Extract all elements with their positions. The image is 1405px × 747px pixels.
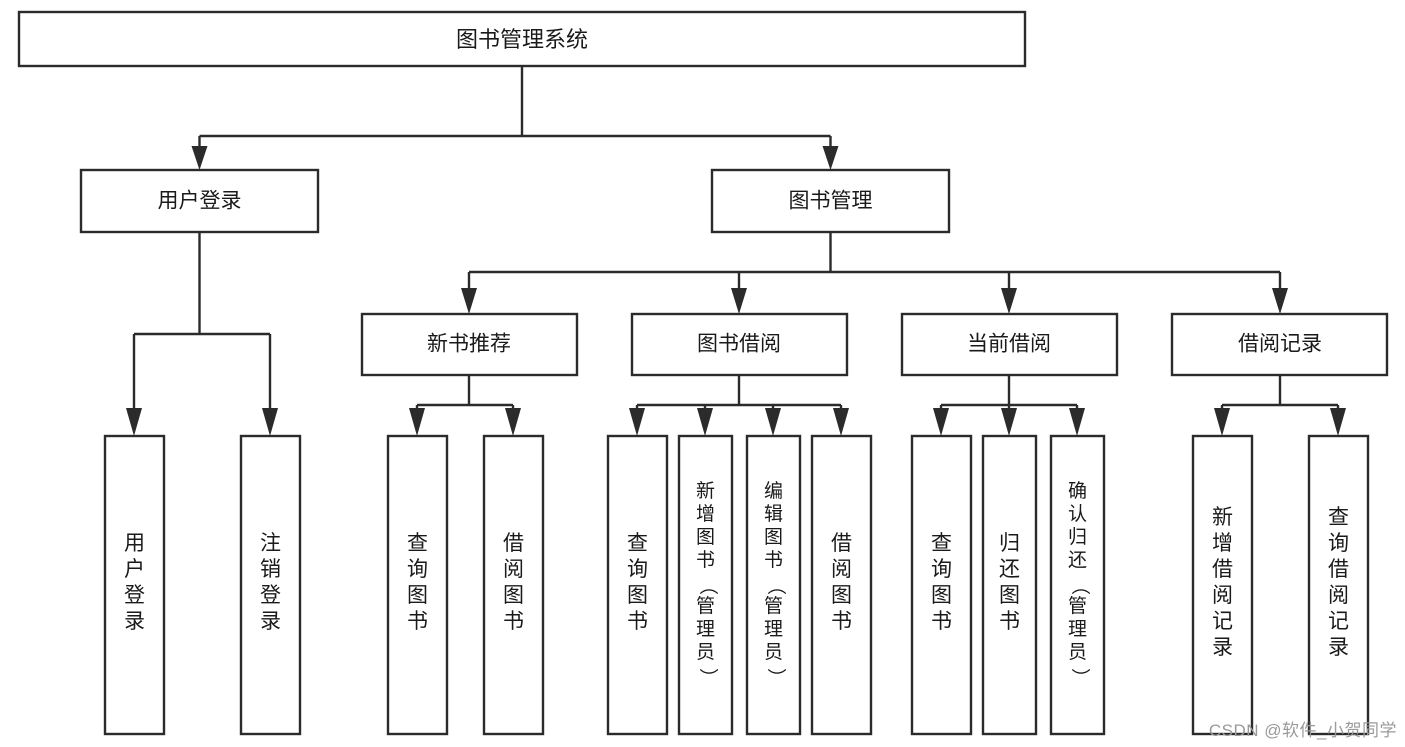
node-user-login-box[interactable]: [79, 168, 320, 234]
arrow-leaf-confirm-return: [1069, 408, 1085, 436]
node-leaf-query-book-3-box[interactable]: [910, 434, 973, 736]
arrow-leaf-query-book-2: [629, 408, 645, 436]
node-layer: 图书管理系统 用户登录 图书管理 新书推荐 图书借阅 当前借阅 借阅记录: [17, 10, 1389, 736]
node-leaf-confirm-return-box[interactable]: [1049, 434, 1106, 736]
node-leaf-add-record-box[interactable]: [1191, 434, 1254, 736]
arrow-leaf-add-record: [1214, 408, 1230, 436]
arrow-leaf-borrow-book-2: [833, 408, 849, 436]
node-leaf-query-book-2-box[interactable]: [606, 434, 669, 736]
node-borrow-record-box[interactable]: [1170, 312, 1389, 377]
watermark-text: CSDN @软件_小贺同学: [1208, 721, 1397, 740]
node-book-manage-label: 图书管理: [789, 190, 873, 213]
node-leaf-borrow-book-1-box[interactable]: [482, 434, 545, 736]
arrow-leaf-edit-book: [765, 408, 781, 436]
node-leaf-logout-box[interactable]: [239, 434, 302, 736]
node-leaf-borrow-book-2-box[interactable]: [810, 434, 873, 736]
node-new-book-recommend-label: 新书推荐: [427, 333, 511, 356]
arrow-leaf-user-login: [126, 408, 142, 436]
node-book-borrow-label: 图书借阅: [697, 333, 781, 356]
node-leaf-user-login-box[interactable]: [103, 434, 166, 736]
node-current-borrow-label: 当前借阅: [967, 333, 1051, 356]
arrow-leaf-return-book: [1001, 408, 1017, 436]
arrow-leaf-query-book-1: [409, 408, 425, 436]
arrow-to-borrow-record: [1272, 288, 1288, 314]
node-leaf-query-record-box[interactable]: [1307, 434, 1370, 736]
node-user-login-label: 用户登录: [158, 190, 242, 213]
node-root-box[interactable]: [17, 10, 1027, 68]
node-leaf-edit-book-box[interactable]: [745, 434, 802, 736]
node-new-book-recommend-box[interactable]: [360, 312, 579, 377]
node-book-borrow-box[interactable]: [630, 312, 849, 377]
arrow-leaf-query-book-3: [933, 408, 949, 436]
arrow-leaf-add-book: [697, 408, 713, 436]
node-leaf-return-book-box[interactable]: [981, 434, 1038, 736]
arrow-to-user-login: [191, 146, 208, 170]
node-current-borrow-box[interactable]: [900, 312, 1119, 377]
arrow-leaf-logout: [262, 408, 278, 436]
arrow-to-book-manage: [822, 146, 839, 170]
arrow-leaf-query-record: [1330, 408, 1346, 436]
node-borrow-record-label: 借阅记录: [1238, 333, 1322, 356]
node-leaf-add-book-box[interactable]: [677, 434, 734, 736]
node-book-manage-box[interactable]: [710, 168, 951, 234]
arrow-to-book-borrow: [731, 288, 747, 314]
arrow-to-current-borrow: [1001, 288, 1017, 314]
arrow-to-new-book: [461, 288, 477, 314]
node-leaf-query-book-1-box[interactable]: [386, 434, 449, 736]
arrow-leaf-borrow-book-1: [505, 408, 521, 436]
node-root-label: 图书管理系统: [456, 27, 588, 52]
connector-layer: [126, 66, 1346, 436]
